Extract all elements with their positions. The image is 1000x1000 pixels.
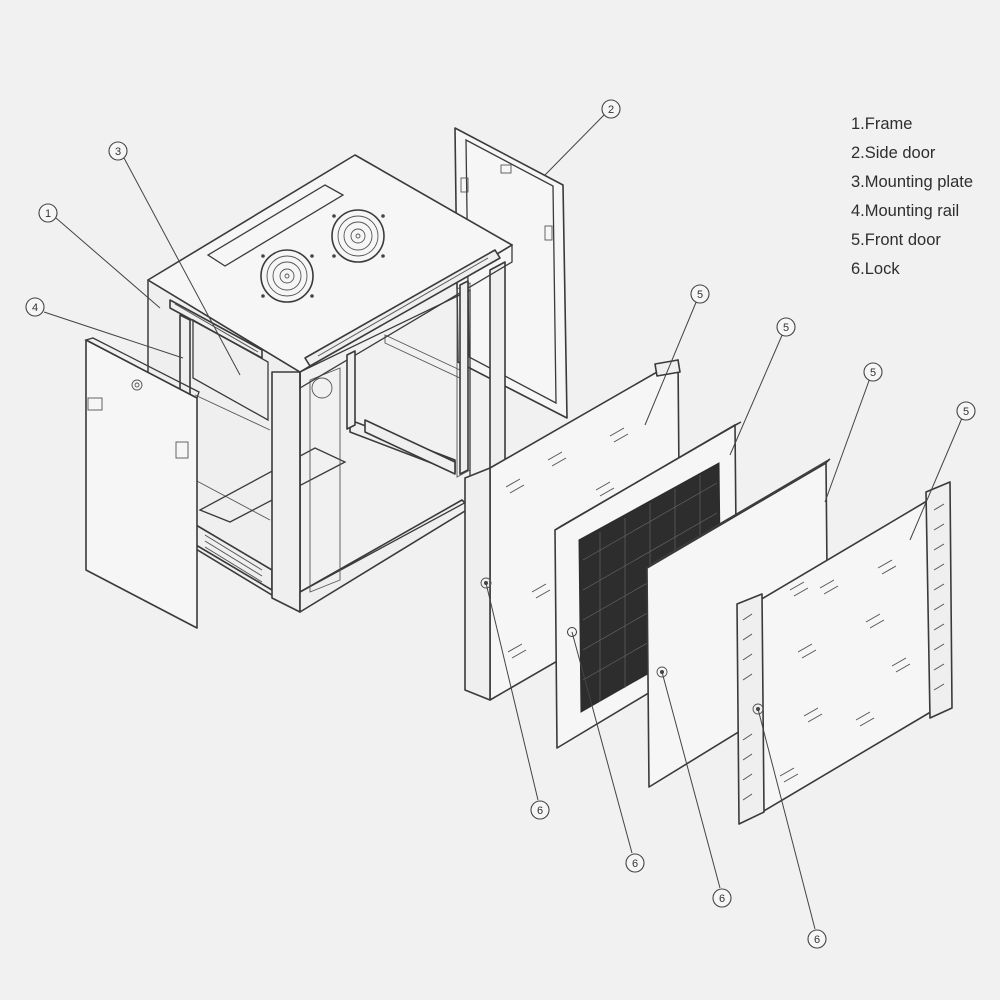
legend-item-lock: 6.Lock <box>851 260 900 278</box>
legend-item-frame: 1.Frame <box>851 115 913 133</box>
callout-number: 6 <box>537 805 543 817</box>
glass-reflection-marks-d <box>779 559 911 783</box>
callout-number: 5 <box>783 322 789 334</box>
callout-number: 6 <box>814 934 820 946</box>
callout-6b: 6 <box>625 853 645 873</box>
legend-item-side-door: 2.Side door <box>851 144 936 162</box>
mounting-plate <box>192 318 269 422</box>
callout-number: 2 <box>608 104 614 116</box>
callout-number: 5 <box>870 367 876 379</box>
callout-number: 6 <box>719 893 725 905</box>
callout-4: 4 <box>25 297 45 317</box>
top-vent-slots <box>317 257 489 357</box>
legend-item-mounting-plate: 3.Mounting plate <box>851 173 974 191</box>
callout-6d: 6 <box>807 929 827 949</box>
fan-right <box>331 209 385 263</box>
callout-number: 1 <box>45 208 51 220</box>
callout-5b: 5 <box>776 317 796 337</box>
left-panel-door <box>84 337 200 629</box>
bottom-vent-slots <box>204 534 263 583</box>
callout-6a: 6 <box>530 800 550 820</box>
callout-1: 1 <box>38 203 58 223</box>
callout-number: 4 <box>32 302 38 314</box>
glass-reflection-marks <box>505 427 629 659</box>
legend-item-mounting-rail: 4.Mounting rail <box>851 202 960 220</box>
mounting-rail <box>179 280 469 475</box>
leader-lines <box>43 114 963 930</box>
callout-number: 5 <box>697 289 703 301</box>
fan-left <box>260 249 314 303</box>
callout-number: 6 <box>632 858 638 870</box>
legend-item-front-door: 5.Front door <box>851 231 941 249</box>
front-door-glass-frame <box>736 481 953 825</box>
parts-legend: 1.Frame 2.Side door 3.Mounting plate 4.M… <box>851 110 973 284</box>
callout-5c: 5 <box>863 362 883 382</box>
callout-6c: 6 <box>712 888 732 908</box>
side-door <box>454 127 568 419</box>
perforation-right <box>933 503 945 691</box>
callout-number: 3 <box>115 146 121 158</box>
callout-5d: 5 <box>956 401 976 421</box>
callout-2: 2 <box>601 99 621 119</box>
callout-5a: 5 <box>690 284 710 304</box>
callout-number: 5 <box>963 406 969 418</box>
perforation-left <box>742 613 753 801</box>
callout-3: 3 <box>108 141 128 161</box>
